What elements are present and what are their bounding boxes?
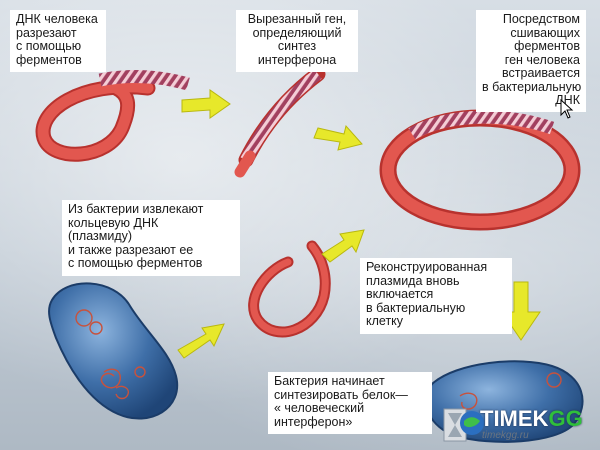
label-line: Посредством bbox=[502, 12, 580, 26]
label-line: (плазмиду) bbox=[68, 229, 133, 243]
label-step4-plasmid-extract: Из бактерии извлекают кольцевую ДНК (пла… bbox=[62, 200, 240, 276]
label-line: интерферон» bbox=[274, 414, 353, 429]
watermark-brand-accent: GG bbox=[548, 406, 583, 431]
label-line: в бактериальную bbox=[366, 300, 466, 315]
human-dna-loop bbox=[35, 70, 190, 162]
label-line: ген человека bbox=[504, 52, 580, 67]
arrow-4 bbox=[177, 323, 225, 359]
label-step2-cut-gene: Вырезанный ген, определяющий синтез инте… bbox=[236, 10, 358, 72]
arrow-1 bbox=[181, 89, 231, 119]
label-step3-insertion: Посредством сшивающих ферментов ген чело… bbox=[476, 10, 586, 112]
label-line: ферментов bbox=[514, 39, 580, 53]
arrow-2 bbox=[313, 124, 363, 151]
label-line: включается bbox=[366, 287, 434, 301]
label-line: определяющий bbox=[252, 25, 342, 40]
recombinant-plasmid-ring bbox=[379, 109, 581, 231]
label-line: интерферона bbox=[257, 52, 337, 67]
label-line: синтезировать белок— bbox=[274, 387, 408, 402]
label-line: ДНК человека bbox=[16, 12, 98, 26]
label-line: клетку bbox=[366, 314, 404, 328]
label-line: сшивающих bbox=[510, 25, 580, 40]
label-line: встраивается bbox=[502, 66, 580, 80]
watermark-brand: TIMEKGG bbox=[480, 406, 583, 432]
arrow-3 bbox=[321, 229, 365, 263]
mouse-cursor-icon bbox=[560, 99, 574, 119]
label-step6-interferon: Бактерия начинает синтезировать белок— «… bbox=[268, 372, 432, 434]
label-step1-dna-cut: ДНК человека разрезают с помощью фермент… bbox=[10, 10, 106, 72]
label-line: Из бактерии извлекают bbox=[68, 202, 204, 216]
label-line: « человеческий bbox=[274, 401, 365, 415]
label-line: кольцевую ДНК bbox=[68, 215, 159, 230]
label-line: плазмида вновь bbox=[366, 273, 460, 288]
label-line: Реконструированная bbox=[366, 260, 488, 274]
label-line: в бактериальную bbox=[482, 79, 582, 94]
open-plasmid bbox=[248, 240, 331, 338]
watermark-site: timekgg.ru bbox=[482, 430, 529, 441]
label-step5-reintroduction: Реконструированная плазмида вновь включа… bbox=[360, 258, 512, 334]
label-line: разрезают bbox=[16, 25, 77, 40]
label-line: Вырезанный ген, bbox=[247, 12, 347, 26]
label-line: с помощью ферментов bbox=[68, 256, 203, 270]
label-line: Бактерия начинает bbox=[274, 374, 385, 388]
label-line: синтез bbox=[277, 39, 317, 53]
watermark-brand-main: TIMEK bbox=[480, 406, 549, 431]
label-line: и также разрезают ее bbox=[68, 242, 194, 257]
label-line: с помощью bbox=[16, 39, 82, 53]
label-line: ферментов bbox=[16, 52, 82, 67]
cut-gene-segment bbox=[234, 66, 326, 178]
watermark-logo bbox=[443, 408, 484, 442]
bacterium-left bbox=[48, 282, 179, 420]
